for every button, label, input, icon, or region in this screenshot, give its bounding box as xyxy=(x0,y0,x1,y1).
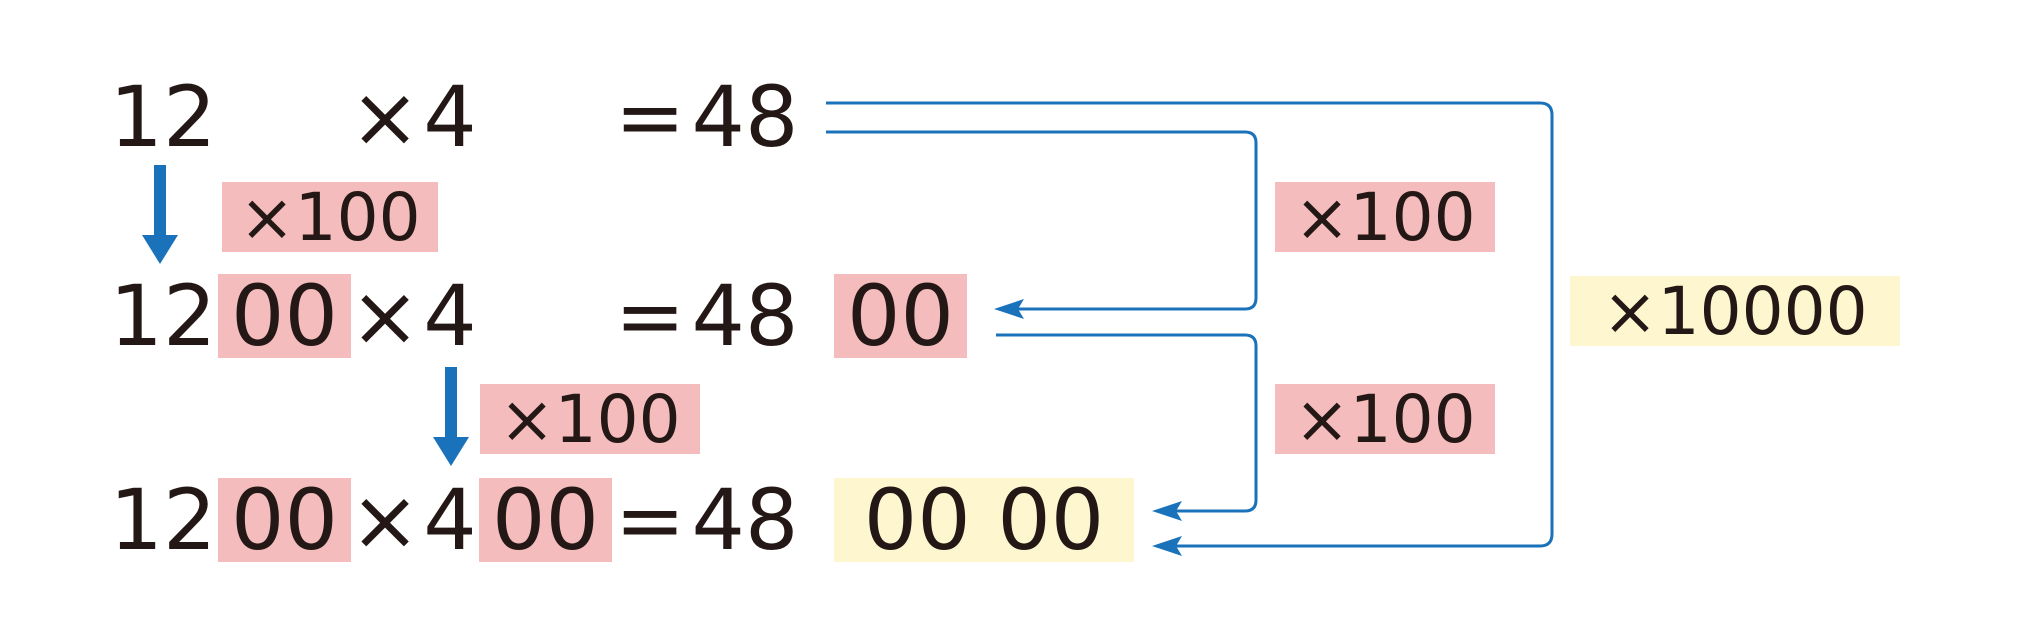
highlight-a-zeros-row2 xyxy=(218,274,351,358)
factor-b-zeros: 00 xyxy=(492,471,599,569)
multiplier-badge-a: ×100 xyxy=(222,179,438,256)
product: 48 xyxy=(691,68,799,166)
factor-a: 12 xyxy=(109,471,217,569)
product: 48 xyxy=(691,471,799,569)
arrowhead-left-icon xyxy=(1152,536,1182,556)
product-zeros: 00 xyxy=(847,267,954,365)
down-arrow-left-icon xyxy=(142,165,178,264)
factor-a-zeros: 00 xyxy=(231,267,338,365)
equation-row-2: 12 00 × 4 = 48 00 xyxy=(0,272,2021,360)
equals-sign: = xyxy=(614,267,686,365)
connector-product-to-row3 xyxy=(826,101,1554,548)
connector-product-to-row2 xyxy=(826,130,1258,311)
equals-sign: = xyxy=(614,471,686,569)
highlight-result-zeros-row2 xyxy=(834,274,967,358)
highlight-a-zeros-row3 xyxy=(218,478,351,562)
factor-a: 12 xyxy=(109,68,217,166)
factor-b: 4 xyxy=(423,68,477,166)
equation-row-1: 12 × 4 = 48 xyxy=(0,73,2021,161)
arrowhead-left-icon xyxy=(994,299,1024,319)
factor-a: 12 xyxy=(109,267,217,365)
down-arrow-middle-icon xyxy=(433,367,469,466)
equation-row-3: 12 00 × 4 00 = 48 00 00 xyxy=(0,476,2021,564)
multiplier-badge-product-2: ×100 xyxy=(1275,381,1495,458)
product-zeros: 00 00 xyxy=(863,471,1105,569)
equals-sign: = xyxy=(614,68,686,166)
highlight-result-zeros-row3 xyxy=(834,478,1134,562)
factor-b: 4 xyxy=(423,267,477,365)
factor-b: 4 xyxy=(423,471,477,569)
multiplier-badge-product-1: ×100 xyxy=(1275,179,1495,256)
multiplier-badge-product-total: ×10000 xyxy=(1570,273,1900,350)
highlight-b-zeros-row3 xyxy=(479,478,612,562)
times-sign: × xyxy=(349,68,421,166)
product: 48 xyxy=(691,267,799,365)
factor-a-zeros: 00 xyxy=(231,471,338,569)
times-sign: × xyxy=(349,267,421,365)
times-sign: × xyxy=(349,471,421,569)
arrowhead-left-icon xyxy=(1152,501,1182,521)
connector-row2-to-row3 xyxy=(996,333,1258,513)
connector-lines xyxy=(826,101,1554,548)
multiplier-badge-b: ×100 xyxy=(480,381,700,458)
arrowheads xyxy=(994,299,1182,556)
